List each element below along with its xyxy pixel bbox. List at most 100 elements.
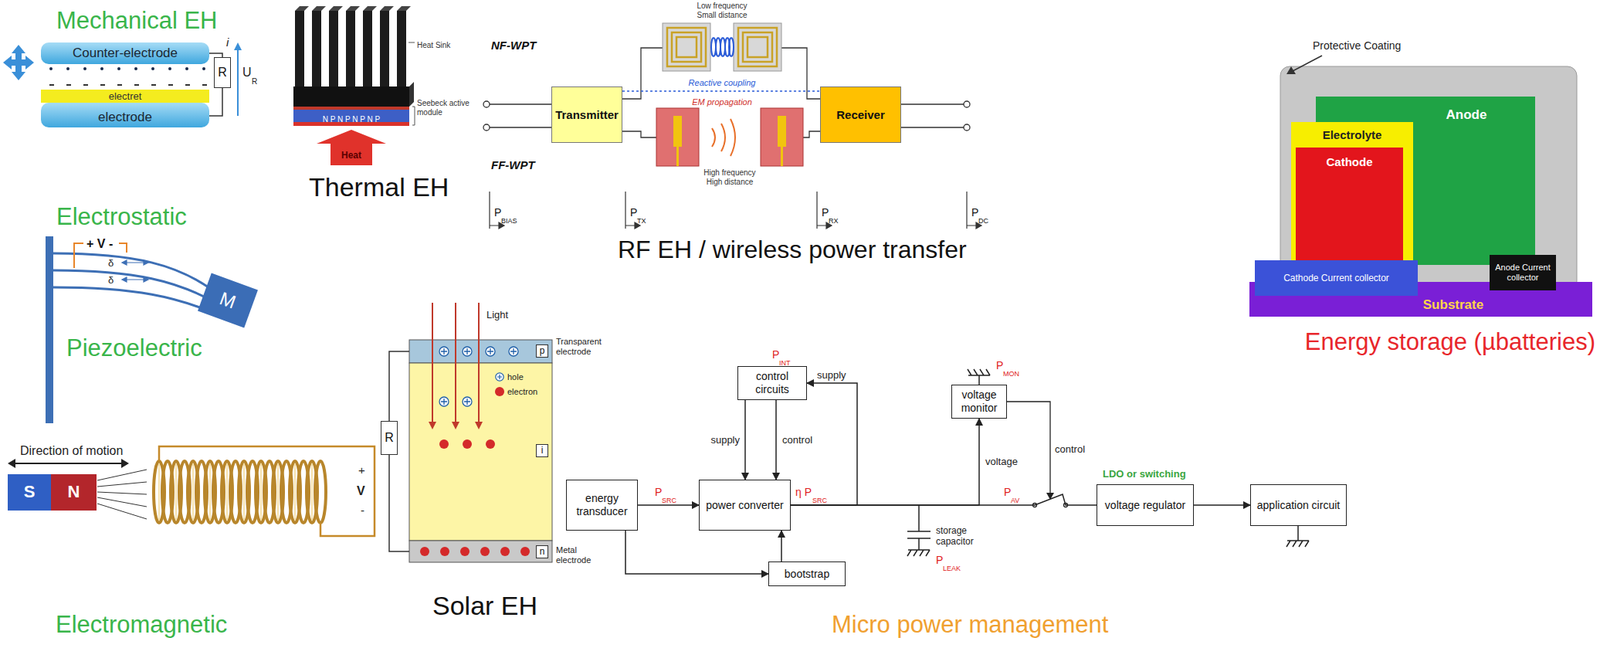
- text-label: U: [242, 64, 252, 80]
- node-label: voltage monitor: [955, 388, 1004, 415]
- label-slot: P: [494, 205, 502, 220]
- label-slot: Piezoelectric: [66, 333, 203, 363]
- solar-wires: [389, 351, 410, 421]
- node-label: p: [539, 345, 546, 356]
- ff-antenna: [656, 108, 804, 167]
- heat-sink: [379, 6, 394, 11]
- receiver-box: Receiver: [820, 86, 902, 143]
- legend-text: electron: [507, 386, 538, 397]
- connector-label: supply: [815, 369, 848, 382]
- text-label: Direction of motion: [20, 443, 123, 458]
- heat-sink: [311, 10, 322, 87]
- node-label: Cathode Current collector: [1283, 272, 1390, 284]
- label-slot: Light: [486, 307, 509, 322]
- node-label: i: [541, 444, 544, 456]
- rf-terminals: [483, 124, 490, 131]
- light-rays: [432, 302, 479, 424]
- text-label: Low frequency Small distance: [687, 1, 757, 21]
- label-slot: TX: [637, 212, 647, 227]
- leader-line: [412, 106, 415, 126]
- legend-row: hole: [494, 369, 538, 384]
- electret-charges: [49, 84, 207, 86]
- leader-line: [408, 42, 415, 126]
- electron-carrier: [440, 546, 450, 556]
- electron-carrier: [485, 439, 495, 449]
- connector: [775, 400, 777, 480]
- node-label: n: [539, 545, 546, 557]
- nf-coil-panel: [662, 23, 782, 72]
- seebeck-module: [293, 106, 410, 126]
- heat-sink: [294, 10, 305, 87]
- heat-sink: [362, 10, 373, 87]
- em-waves: [711, 118, 736, 156]
- label-slot: Mechanical EH: [56, 6, 217, 35]
- text-label: Thermal EH: [308, 171, 449, 204]
- charge-dots: [100, 67, 104, 71]
- electron-carrier: [462, 439, 472, 449]
- label-slot: N P N P N P N P: [322, 111, 380, 126]
- heat-sink: [328, 6, 343, 11]
- node-label: bootstrap: [784, 567, 830, 581]
- node-label: Anode: [1446, 107, 1488, 123]
- node-label: R: [384, 430, 394, 445]
- connector: [790, 418, 980, 506]
- label-slot: Energy storage (µbatteries): [1305, 327, 1596, 356]
- label-slot: Micro power management: [831, 610, 1109, 639]
- strain-arrows: [122, 260, 149, 282]
- text-label: Protective Coating: [1312, 39, 1401, 53]
- charge-dots: [168, 67, 172, 71]
- text-label: Seebeck active module: [416, 98, 478, 118]
- solar-cell: [409, 339, 553, 363]
- counter-electrode: Counter-electrode: [40, 42, 210, 65]
- rf-feed-lines: [622, 131, 657, 138]
- piezo-wires: [118, 243, 127, 253]
- hole-carrier: [440, 348, 517, 405]
- node-label: R: [217, 64, 228, 80]
- charge-dots: [49, 67, 53, 71]
- node-label: electrode: [98, 109, 153, 126]
- rf-terminals: [963, 101, 970, 108]
- coupling-boundary: [622, 90, 821, 92]
- text-label: P: [654, 485, 662, 499]
- heat-arrow: [316, 129, 387, 166]
- text-label: Metal electrode: [555, 545, 604, 566]
- nf-coil-panel: [676, 37, 697, 58]
- heat-sink: [396, 6, 411, 11]
- process-box: bootstrap: [768, 561, 846, 587]
- protective-coating: [1280, 66, 1577, 291]
- label-slot: P: [821, 205, 829, 220]
- motion-direction-arrow: [121, 458, 129, 468]
- label-slot: R: [251, 73, 258, 88]
- voltage-arrow: [233, 42, 242, 116]
- ground-symbol: [1286, 525, 1309, 547]
- charge-dots: [151, 67, 155, 71]
- seebeck-module: [293, 106, 410, 110]
- storage-capacitor: [907, 505, 931, 556]
- legend-swatch: [494, 372, 505, 382]
- text-label: TX: [637, 216, 647, 226]
- text-label: High frequency High distance: [698, 168, 761, 187]
- nf-coil-panel: [671, 32, 702, 62]
- label-slot: Heat Sink: [416, 37, 451, 51]
- rf-terminals: [483, 101, 490, 108]
- legend-swatch: [494, 386, 505, 397]
- coil: [153, 461, 326, 523]
- text-label: P: [821, 206, 829, 220]
- label-slot: control: [780, 432, 814, 447]
- text-label: Light: [486, 308, 509, 322]
- text-label: MON: [1003, 369, 1020, 379]
- legend-swatch: [497, 374, 502, 380]
- charge-dots: [117, 67, 121, 71]
- connector-label: supply: [708, 433, 742, 447]
- legend-row: electron: [494, 383, 538, 399]
- nf-coil-panel: [667, 27, 777, 67]
- label-slot: Electromagnetic: [55, 610, 228, 639]
- text-label: P: [996, 359, 1004, 373]
- label-slot: LEAK: [942, 559, 961, 574]
- process-box: voltage regulator: [1096, 484, 1194, 526]
- connector: [790, 494, 1097, 506]
- label-slot: Metal electrode: [555, 545, 604, 567]
- nf-coil-panel: [742, 32, 773, 62]
- text-label: δ: [108, 274, 114, 287]
